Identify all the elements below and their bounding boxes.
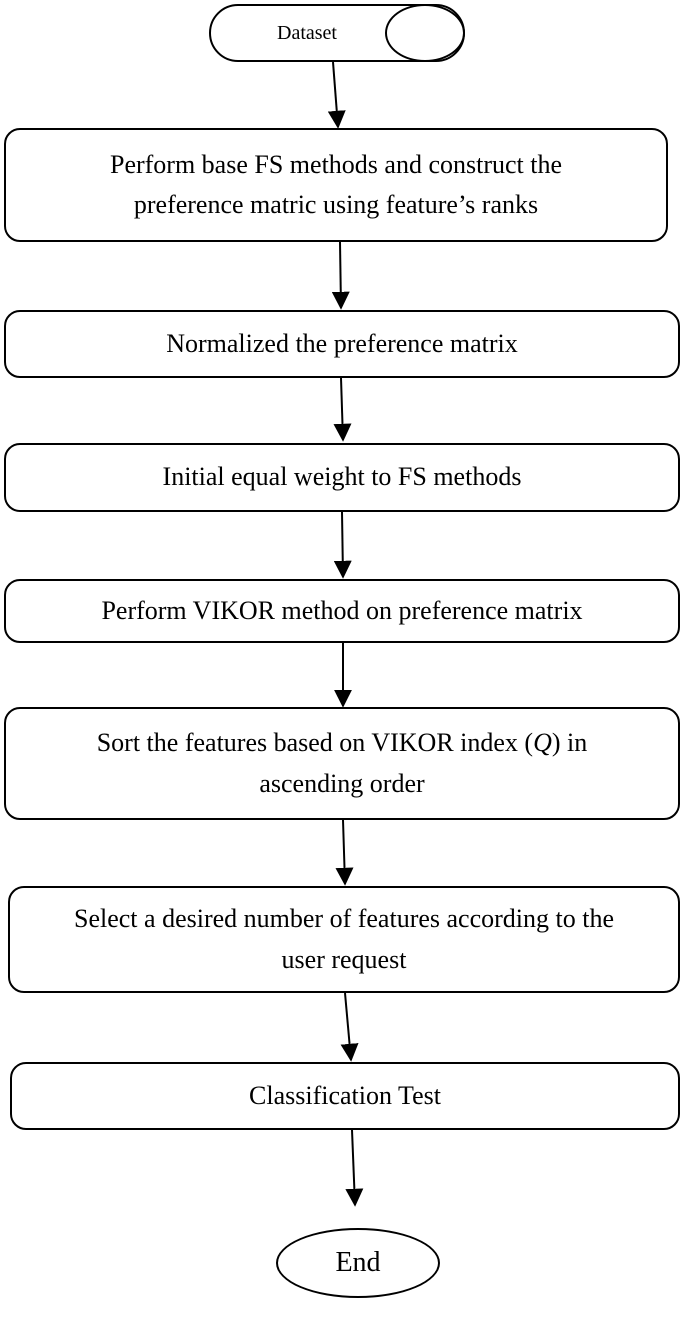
vikor-index-symbol: Q xyxy=(533,728,552,758)
step-sort-line-1-suffix: ) in xyxy=(551,728,588,758)
step-select-features: Select a desired number of features acco… xyxy=(8,886,680,993)
step-vikor-method: Perform VIKOR method on preference matri… xyxy=(4,579,680,643)
step-normalize-matrix: Normalized the preference matrix xyxy=(4,310,680,378)
arrow-step1-to-step2 xyxy=(331,241,350,310)
step-sort-line-1-prefix: Sort the features based on VIKOR index ( xyxy=(96,728,534,758)
step-base-fs-methods: Perform base FS methods and construct th… xyxy=(4,128,668,242)
start-node-label: Dataset xyxy=(277,21,337,44)
start-node-dataset: Dataset xyxy=(209,4,465,62)
step-normalize-label: Normalized the preference matrix xyxy=(166,328,518,358)
end-node: End xyxy=(276,1228,440,1298)
step-classification-label: Classification Test xyxy=(249,1080,441,1110)
step-base-fs-line-2: preference matric using feature’s ranks xyxy=(133,190,539,219)
step-select-line-2: user request xyxy=(281,944,407,974)
end-node-label: End xyxy=(335,1247,381,1278)
arrow-step3-to-step4 xyxy=(333,511,352,579)
step-initial-weights-label: Initial equal weight to FS methods xyxy=(162,462,522,492)
arrow-step7-to-end xyxy=(345,1129,364,1207)
step-classification-test: Classification Test xyxy=(10,1062,680,1130)
arrow-step2-to-step3 xyxy=(333,377,352,442)
step-sort-features: Sort the features based on VIKOR index (… xyxy=(4,707,680,820)
step-sort-line-2: ascending order xyxy=(259,768,425,798)
step-select-line-1: Select a desired number of features acco… xyxy=(74,904,614,934)
step-initial-weights: Initial equal weight to FS methods xyxy=(4,443,680,512)
arrow-step6-to-step7 xyxy=(340,992,359,1062)
step-sort-line-1: Sort the features based on VIKOR index (… xyxy=(97,723,588,763)
start-node-cap xyxy=(385,4,465,62)
step-base-fs-line-1: Perform base FS methods and construct th… xyxy=(109,149,563,179)
arrow-dataset-to-step1 xyxy=(327,61,346,129)
step-vikor-label: Perform VIKOR method on preference matri… xyxy=(101,595,583,625)
arrow-step5-to-step6 xyxy=(335,819,354,886)
